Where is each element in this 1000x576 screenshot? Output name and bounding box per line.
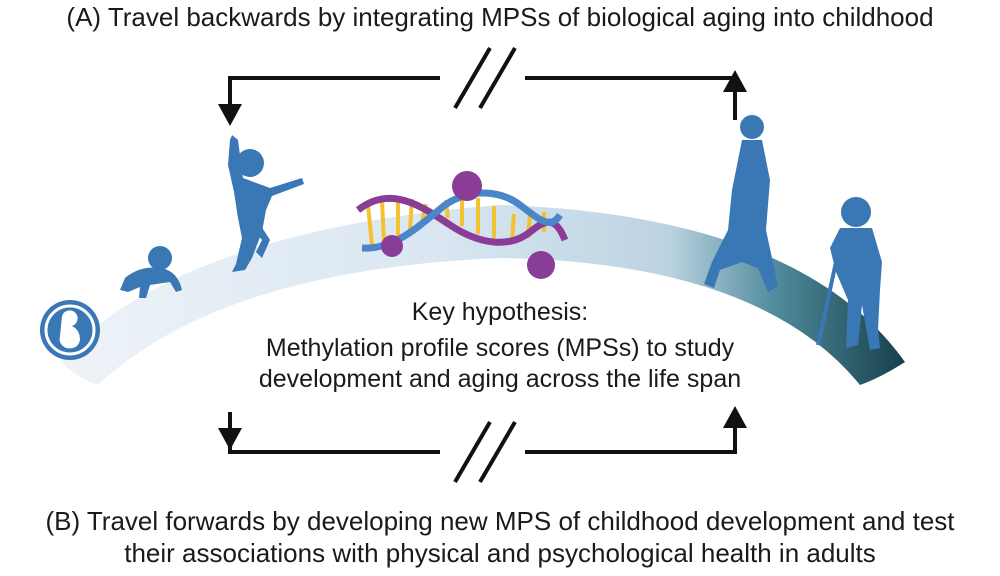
arrow-head-down-left-bottom — [218, 428, 242, 450]
crawling-baby-icon — [120, 246, 182, 298]
forward-travel-caption-line-1: (B) Travel forwards by developing new MP… — [45, 506, 955, 536]
hypothesis-text-line-2: development and aging across the life sp… — [258, 365, 742, 393]
fetus-icon — [40, 300, 100, 360]
dna-helix-icon — [355, 171, 569, 279]
walking-adult-icon — [704, 115, 778, 292]
backward-travel-caption: (A) Travel backwards by integrating MPSs… — [66, 2, 934, 32]
elderly-with-cane-icon — [816, 197, 882, 350]
forward-arrow — [228, 412, 737, 484]
backward-arrow — [228, 46, 737, 110]
life-span-arc — [60, 205, 905, 385]
hypothesis-text-line-1: Methylation profile scores (MPSs) to stu… — [265, 334, 735, 362]
arrow-head-down-left — [218, 104, 242, 126]
arrow-head-up-right — [723, 70, 747, 92]
arrow-head-up-right-bottom — [723, 406, 747, 428]
running-child-icon — [228, 135, 304, 272]
forward-travel-caption-line-2: their associations with physical and psy… — [124, 538, 876, 568]
key-hypothesis-heading: Key hypothesis: — [411, 298, 589, 326]
